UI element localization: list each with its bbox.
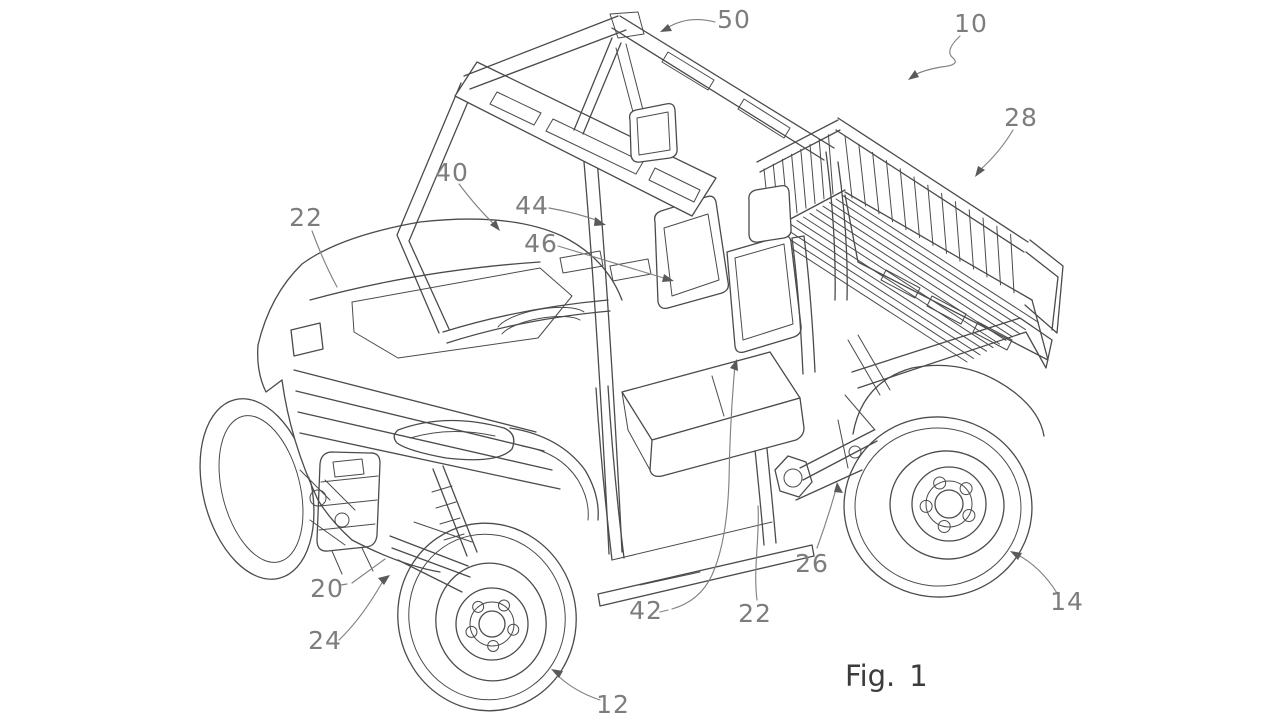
hood-silhouette xyxy=(257,218,623,346)
roof-and-mirror xyxy=(454,11,835,217)
front-wheel-hub xyxy=(455,587,529,661)
leader-10 xyxy=(911,35,961,78)
rear-arm-lower xyxy=(795,469,863,501)
floor-edge xyxy=(611,521,773,586)
rear-arm-upper xyxy=(799,429,878,481)
far-front-pillar xyxy=(582,146,623,555)
arrowhead-10 xyxy=(908,70,919,80)
hood-and-front-fascia xyxy=(257,214,652,573)
front-bumper xyxy=(316,451,381,552)
ref-label-rear-wheel: 14 xyxy=(1050,587,1084,616)
tailgate xyxy=(1024,239,1064,334)
seats xyxy=(621,184,805,478)
cargo-bed xyxy=(756,115,1064,437)
arrowhead-14 xyxy=(1010,551,1022,560)
arrowhead-44 xyxy=(594,217,606,226)
rear-hub-lugs xyxy=(919,476,976,533)
hood-crease xyxy=(309,261,541,301)
ref-label-cab-windshield-area: 40 xyxy=(435,158,469,187)
arrowhead-50 xyxy=(660,24,672,32)
axle-shaft xyxy=(413,521,473,543)
leader-46 xyxy=(557,245,668,280)
dash-rail xyxy=(442,299,609,333)
leader-24 xyxy=(338,580,384,641)
leader-40 xyxy=(458,183,496,226)
ref-label-vehicle-overall: 10 xyxy=(954,9,988,38)
front-bumper-and-suspension xyxy=(299,451,478,593)
rear-suspension xyxy=(795,334,891,501)
rear-fender-rail xyxy=(851,317,1053,389)
c-pillar xyxy=(825,151,848,301)
rear-wheel-hub xyxy=(911,466,987,542)
arrowhead-40 xyxy=(490,220,500,231)
leader-20 xyxy=(340,558,386,586)
steering-wheel xyxy=(497,306,585,328)
ref-label-hood-body-panel: 22 xyxy=(289,203,323,232)
mirror-stem xyxy=(615,43,644,113)
reference-numerals: 50 10 28 22 40 44 46 20 24 42 22 26 14 12 xyxy=(289,5,1084,719)
headlight-left xyxy=(290,322,324,357)
rear-fender-arch xyxy=(852,364,1045,437)
leader-26 xyxy=(816,488,837,549)
a-pillar xyxy=(396,82,474,334)
a-arm-lower xyxy=(397,559,463,593)
leader-28 xyxy=(979,129,1014,171)
leader-50 xyxy=(666,18,716,29)
ref-label-cargo-bed-wall: 28 xyxy=(1004,103,1038,132)
arrowhead-42 xyxy=(730,359,738,371)
bed-sidewall-rail xyxy=(835,117,1033,301)
ref-label-seat-base: 42 xyxy=(629,596,663,625)
under-bed-panel xyxy=(844,194,1049,361)
arrowhead-24 xyxy=(378,575,390,585)
arrowhead-28 xyxy=(975,166,985,177)
ref-label-roof-rear-rail: 50 xyxy=(717,5,751,34)
access-panel-hex xyxy=(774,455,813,498)
grille-bars xyxy=(293,369,561,490)
a-arm-upper xyxy=(389,535,471,578)
ref-label-rear-body-panel: 22 xyxy=(738,599,772,628)
figure-caption: Fig.1 xyxy=(845,659,928,693)
front-hub-lugs xyxy=(465,599,520,652)
hood-inner-panel xyxy=(351,267,573,359)
steering-knuckle xyxy=(299,469,356,546)
bed-floor-ribs xyxy=(770,194,1039,363)
leader-44 xyxy=(548,207,600,222)
ref-label-seat-back: 46 xyxy=(524,229,558,258)
ref-label-rear-suspension: 26 xyxy=(795,549,829,578)
leader-22-hood xyxy=(311,230,338,288)
ref-label-front-suspension-arm: 24 xyxy=(308,626,342,655)
rear-wheel xyxy=(843,416,1033,598)
roof-rear-rail xyxy=(611,15,835,161)
arrowhead-26 xyxy=(834,482,843,493)
roof-brace xyxy=(573,37,622,135)
rear-view-mirror xyxy=(628,102,678,163)
ref-label-front-pillar: 44 xyxy=(515,191,549,220)
front-left-wheel xyxy=(397,522,577,712)
ref-label-front-suspension: 20 xyxy=(310,574,344,603)
leader-22-body xyxy=(755,505,759,601)
ref-label-front-wheel: 12 xyxy=(596,690,630,719)
fender-arch-front xyxy=(509,427,599,521)
rear-hoop-tube xyxy=(791,235,816,375)
leader-42 xyxy=(659,364,736,613)
shock-absorber xyxy=(432,465,478,557)
rocker-rail xyxy=(597,544,815,607)
arrowhead-46 xyxy=(662,274,674,282)
utility-vehicle-drawing xyxy=(199,11,1064,712)
apex-joint xyxy=(609,11,645,39)
arrowhead-12 xyxy=(551,669,563,678)
sidewall-slats xyxy=(844,135,1015,294)
headrest xyxy=(748,184,792,243)
roof-front-rail xyxy=(463,15,627,90)
headlight-right xyxy=(393,419,515,461)
roll-cage xyxy=(396,82,848,555)
reference-annotations: 50 10 28 22 40 44 46 20 24 42 22 26 14 12 Fig.1 xyxy=(289,5,1084,719)
cowl-vent xyxy=(559,250,604,274)
winch-box xyxy=(332,458,365,478)
leader-12 xyxy=(554,672,601,701)
